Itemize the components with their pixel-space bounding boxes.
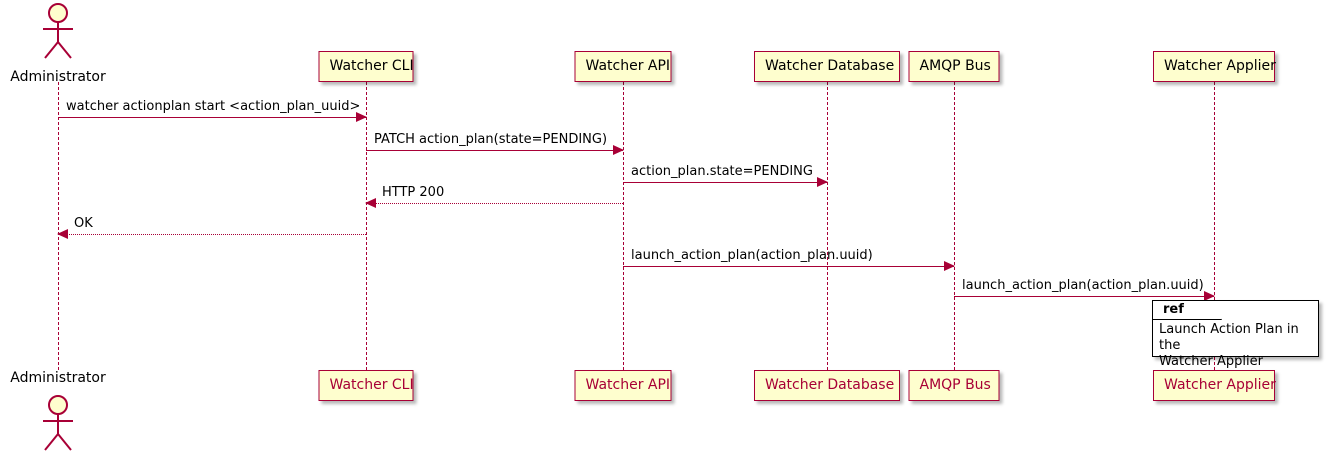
arrowhead-right-icon [1204, 291, 1215, 301]
message-label: watcher actionplan start <action_plan_uu… [66, 99, 361, 114]
lifeline-amqp-bus [954, 82, 955, 370]
ref-fragment-text: Launch Action Plan in the Watcher Applie… [1159, 322, 1299, 369]
arrowhead-left-icon [365, 198, 376, 208]
message-line [623, 266, 954, 267]
actor-administrator-top [36, 2, 80, 60]
message-label: launch_action_plan(action_plan.uuid) [631, 248, 873, 263]
participant-box-watcher-api-top[interactable]: Watcher API [574, 51, 672, 82]
lifeline-watcher-applier [1214, 82, 1215, 370]
participant-box-watcher-applier-bottom[interactable]: Watcher Applier [1153, 370, 1276, 401]
participant-box-watcher-database-top[interactable]: Watcher Database [754, 51, 900, 82]
lifeline-watcher-database [827, 82, 828, 370]
participant-box-watcher-api-bottom[interactable]: Watcher API [574, 370, 672, 401]
message-label: launch_action_plan(action_plan.uuid) [962, 278, 1204, 293]
lifeline-watcher-cli [366, 82, 367, 370]
message-label: OK [74, 216, 93, 231]
arrowhead-right-icon [817, 177, 828, 187]
actor-administrator-bottom [36, 394, 80, 452]
actor-label-administrator-bottom: Administrator [10, 370, 106, 386]
actor-label-administrator-top: Administrator [10, 69, 106, 85]
participant-box-watcher-cli-bottom[interactable]: Watcher CLI [318, 370, 414, 401]
participant-box-amqp-bus-top[interactable]: AMQP Bus [908, 51, 1000, 82]
message-line [623, 182, 827, 183]
ref-fragment-operator-label: ref [1163, 302, 1184, 317]
message-line [58, 117, 366, 118]
message-line [366, 203, 623, 204]
participant-box-watcher-applier-top[interactable]: Watcher Applier [1153, 51, 1276, 82]
message-label: action_plan.state=PENDING [631, 164, 813, 179]
participant-box-amqp-bus-bottom[interactable]: AMQP Bus [908, 370, 1000, 401]
arrowhead-right-icon [944, 261, 955, 271]
message-label: PATCH action_plan(state=PENDING) [374, 132, 608, 147]
arrowhead-left-icon [57, 229, 68, 239]
arrowhead-right-icon [613, 145, 624, 155]
lifeline-watcher-api [623, 82, 624, 370]
message-label: HTTP 200 [382, 185, 445, 200]
ref-fragment[interactable]: ref Launch Action Plan in the Watcher Ap… [1152, 300, 1319, 369]
message-line [58, 234, 366, 235]
message-line [954, 296, 1214, 297]
participant-box-watcher-database-bottom[interactable]: Watcher Database [754, 370, 900, 401]
arrowhead-right-icon [356, 112, 367, 122]
lifeline-administrator [58, 82, 59, 370]
message-line [366, 150, 623, 151]
participant-box-watcher-cli-top[interactable]: Watcher CLI [318, 51, 414, 82]
